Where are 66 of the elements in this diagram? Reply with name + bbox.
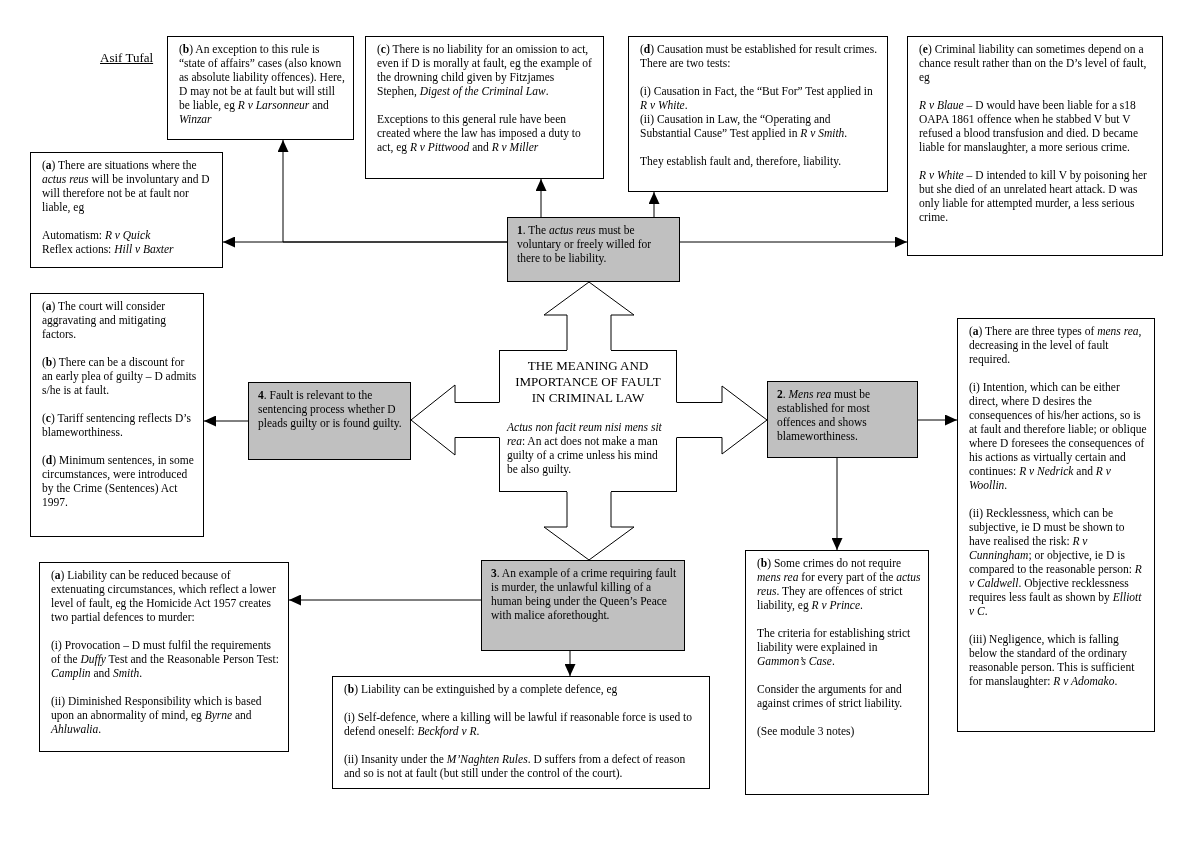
note-text: Exceptions to this general rule have been created where the law has imposed a duty to act, eg R v Pittwood and R v Miller	[377, 112, 582, 154]
key-point-box	[767, 381, 918, 458]
arrow	[203, 415, 249, 427]
note-text: Consider the arguments for and against crimes of strict liability.	[757, 682, 904, 710]
arrow	[831, 457, 843, 551]
note-box	[332, 676, 710, 789]
note-box	[167, 36, 354, 140]
note-text: (e) Criminal liability can sometimes depend on a chance result rather than on the D’s level of fault, eg	[919, 42, 1148, 84]
note-text: (i) Causation in Fact, the “But For” Test applied in R v White.	[640, 84, 874, 112]
note-text: (a) There are situations where the actus reus will be involuntary and D will therefore not be at fault nor liable, eg	[42, 158, 211, 214]
note-text: (iii) Negligence, which is falling below the standard of the ordinary reasonable person. This is sufficient for manslaughter: R v Adomako.	[969, 632, 1136, 688]
central-topic-box	[499, 350, 677, 492]
maxim-text: Actus non facit reum nisi mens sit rea: An act does not make a man guilty of a crime unless his mind be also guilty.	[507, 420, 663, 476]
note-box	[39, 562, 289, 752]
note-text: They establish fault and, therefore, liability.	[640, 154, 843, 168]
key-point-box	[507, 217, 680, 282]
note-text: R v White – D intended to kill V by poisoning her but she died of an unrelated heart attack. D was only liable for attempted murder, a less serious crime.	[919, 168, 1148, 224]
note-text: (a) Liability can be reduced because of extenuating circumstances, which reflect a lower level of fault, eg the Homicide Act 1957 creates two partial defences to murder:	[51, 568, 277, 624]
note-text: (b) There can be a discount for an early plea of guilty – D admits s/he is at fault.	[42, 355, 197, 397]
note-text: (a) There are three types of mens rea, decreasing in the level of fault required.	[969, 324, 1143, 366]
key-point-box	[248, 382, 411, 460]
note-text: (See module 3 notes)	[757, 724, 856, 738]
note-text: (c) Tariff sentencing reflects D’s blameworthiness.	[42, 411, 192, 439]
note-text: (b) An exception to this rule is “state of affairs” cases (also known as absolute liability offences). Here, D may not be at fault but will still be liable, eg R v Larsonneur and Winzar	[179, 42, 346, 126]
arrow	[917, 414, 958, 426]
note-text: (b) Liability can be extinguished by a complete defence, eg	[344, 682, 619, 696]
block-arrow	[410, 384, 500, 456]
note-text: (i) Provocation – D must fulfil the requirements of the Duffy Test and the Reasonable Person Test: Camplin and Smith.	[51, 638, 280, 680]
note-text: (ii) Insanity under the M’Naghten Rules. D suffers from a defect of reason and so is not at fault (but still under the control of the court).	[344, 752, 687, 780]
note-text: The criteria for establishing strict liability were explained in Gammon’s Case.	[757, 626, 912, 668]
note-text: R v Blaue – D would have been liable for a s18 OAPA 1861 offence when he stabbed V but V refused a blood transfusion and died. D became liable for manslaughter, a more serious crime.	[919, 98, 1140, 154]
note-box	[30, 152, 223, 268]
key-point-text: 3. An example of a crime requiring fault is murder, the unlawful killing of a human being under the Queen’s Peace with malice aforethought.	[491, 566, 678, 622]
central-heading: THE MEANING AND IMPORTANCE OF FAULT IN CRIMINAL LAW	[514, 358, 662, 406]
arrow	[679, 236, 908, 248]
key-point-text: 2. Mens rea must be established for most offences and shows blameworthiness.	[777, 387, 872, 443]
key-point-text: 1. The actus reus must be voluntary or freely willed for there to be liability.	[517, 223, 653, 265]
author-name: Asif Tufal	[100, 50, 154, 65]
arrow	[288, 594, 482, 606]
arrow	[648, 191, 660, 218]
note-box	[745, 550, 929, 795]
note-box	[907, 36, 1163, 256]
note-text: (ii) Causation in Law, the “Operating and Substantial Cause” Test applied in R v Smith.	[640, 112, 849, 140]
note-text: (ii) Recklessness, which can be subjective, ie D must be shown to have realised the risk: R v Cunningham; or objective, ie D is compared to the reasonable person: R v Caldwell. Objective recklessness requires less fault as shown by Elliott v C.	[969, 506, 1143, 618]
note-text: (b) Some crimes do not require mens rea for every part of the actus reus. They are offences of strict liability, eg R v Prince.	[757, 556, 922, 612]
note-text: (i) Self-defence, where a killing will be lawful if reasonable force is used to defend oneself: Beckford v R.	[344, 710, 694, 738]
block-arrow	[676, 385, 768, 455]
key-point-box	[481, 560, 685, 651]
block-arrow	[543, 281, 635, 351]
note-box	[628, 36, 888, 192]
note-text: (d) Minimum sentences, in some circumstances, were introduced by the Crime (Sentences) Act 1997.	[42, 453, 195, 509]
note-text: (a) The court will consider aggravating and mitigating factors.	[42, 299, 167, 341]
note-text: (c) There is no liability for an omission to act, even if D is morally at fault, eg the example of the drowning child given by Fitzjames Stephen, Digest of the Criminal Law.	[377, 42, 593, 98]
note-text: (ii) Diminished Responsibility which is based upon an abnormality of mind, eg Byrne and Ahluwalia.	[51, 694, 263, 736]
arrow	[535, 178, 547, 218]
note-box	[30, 293, 204, 537]
key-point-text: 4. Fault is relevant to the sentencing process whether D pleads guilty or is found guilty.	[258, 388, 403, 430]
note-text: (d) Causation must be established for result crimes. There are two tests:	[640, 42, 878, 70]
note-text: (i) Intention, which can be either direct, where D desires the consequences of his/her actions, so is at fault and therefore liable; or oblique where D foresees the consequences of his actions as virtually certain and continues: R v Nedrick and R v Woollin.	[969, 380, 1148, 492]
note-text: Automatism: R v Quick	[42, 228, 152, 242]
arrow	[277, 139, 508, 243]
note-box	[957, 318, 1155, 732]
note-text: Reflex actions: Hill v Baxter	[42, 242, 175, 256]
note-box	[365, 36, 604, 179]
block-arrow	[543, 491, 635, 561]
arrow	[564, 650, 576, 677]
